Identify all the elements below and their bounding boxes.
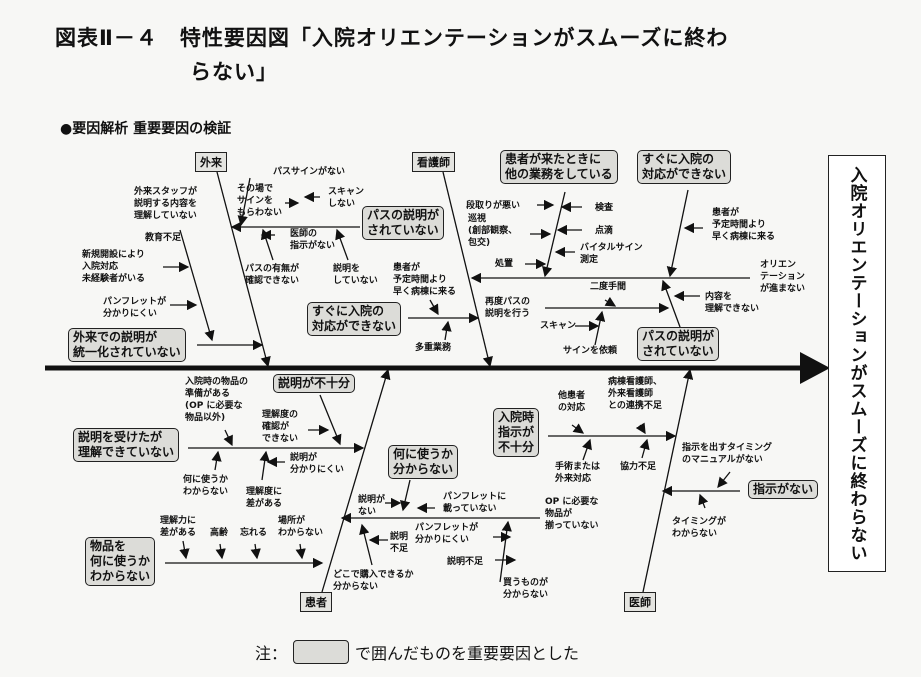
effect-box: 入院オリエンテーションがスムーズに終わらない	[828, 155, 886, 572]
category-outpatient: 外来	[195, 152, 227, 172]
cause-label: 理解度に 差がある	[246, 487, 283, 509]
figure-title-line1: 図表Ⅱ－４ 特性要因図「入院オリエンテーションがスムーズに終わ	[55, 26, 729, 50]
cause-label: 説明不足	[447, 557, 484, 567]
cause-label: 理解力に 差がある	[160, 516, 197, 538]
legend-note: 注： で囲んだものを重要要因とした	[255, 640, 579, 664]
cause-label: 他患者 の対応	[558, 391, 586, 413]
cause-label: 説明 不足	[390, 532, 409, 554]
cause-label: 処置	[495, 259, 514, 269]
cause-label: 巡視 (創部観察、 包交)	[468, 214, 518, 248]
cause-label: 患者が 予定時間より 早く病棟に来る	[393, 263, 457, 297]
key-factor-path-not-explained-right: パスの説明が されていない	[637, 327, 720, 361]
cause-label: 点滴	[595, 226, 614, 236]
key-factor-cannot-admit-left: すぐに入院の 対応ができない	[307, 302, 402, 336]
cause-label: パンフレットが 分かりにくい	[415, 523, 479, 545]
cause-label: 協力不足	[620, 462, 657, 472]
cause-label: パスの有無が 確認できない	[245, 264, 300, 286]
figure-title-line2: らない」	[190, 60, 278, 84]
cause-label: 段取りが悪い	[466, 201, 521, 211]
key-factor-swatch	[293, 640, 350, 664]
key-factor-no-instruction: 指示がない	[748, 480, 819, 499]
key-factor-items-unknown-use: 物品を 何に使うか わからない	[85, 537, 156, 586]
cause-label: パンフレットに 載っていない	[443, 492, 507, 514]
key-factor-unknown-use: 何に使うか 分からない	[388, 445, 459, 479]
cause-label: 説明が ない	[358, 495, 386, 517]
key-factor-cannot-admit-right: すぐに入院の 対応ができない	[637, 150, 732, 184]
cause-label: 内容を 理解できない	[705, 292, 760, 314]
cause-label: 手術または 外来対応	[555, 462, 601, 484]
cause-label: スキャン	[540, 321, 577, 331]
cause-label: その場で サインを もらわない	[237, 184, 283, 218]
note-suffix: で囲んだものを重要要因とした	[355, 644, 580, 663]
cause-label: 何に使うか わからない	[183, 475, 229, 497]
category-doctor: 医師	[624, 592, 656, 612]
cause-label: どこで購入できるか 分からない	[333, 570, 414, 592]
cause-label: 説明を していない	[333, 264, 378, 286]
cause-label: 再度パスの 説明を行う	[485, 297, 531, 319]
cause-label: 忘れる	[240, 528, 268, 538]
effect-label: 入院オリエンテーションがスムーズに終わらない	[846, 165, 867, 562]
cause-label: 買うものが 分からない	[503, 578, 549, 600]
cause-label: 多重業務	[415, 343, 452, 353]
cause-label: 場所が わからない	[278, 516, 324, 538]
cause-label: 指示を出すタイミング のマニュアルがない	[682, 443, 773, 465]
key-factor-busy-other-work: 患者が来たときに 他の業務をしている	[500, 150, 618, 184]
key-factor-explanation-insufficient: 説明が不十分	[273, 374, 356, 393]
cause-label: 新規開設により 入院対応 未経験者がいる	[82, 250, 146, 284]
category-patient: 患者	[300, 592, 332, 612]
cause-label: 病棟看護師、 外来看護師 との連携不足	[608, 377, 663, 411]
cause-label: 患者が 予定時間より 早く病棟に来る	[712, 208, 776, 242]
cause-label: 高齢	[210, 528, 229, 538]
cause-label: OP に必要な 物品が 揃っていない	[545, 497, 599, 531]
cause-label: 二度手間	[590, 282, 627, 292]
cause-label: オリエン テーション が進まない	[760, 260, 806, 294]
cause-label: タイミングが わからない	[672, 517, 727, 539]
cause-label: 医師の 指示がない	[290, 229, 336, 251]
key-factor-explained-not-understood: 説明を受けたが 理解できていない	[73, 428, 180, 462]
cause-label: パスサインがない	[273, 167, 346, 177]
cause-label: スキャン しない	[328, 187, 365, 209]
cause-label: サインを依頼	[563, 346, 618, 356]
cause-label: 教育不足	[145, 233, 182, 243]
note-prefix: 注：	[255, 644, 288, 663]
key-factor-outpatient-explanation: 外来での説明が 統一化されていない	[68, 328, 186, 362]
cause-label: パンフレットが 分かりにくい	[103, 297, 167, 319]
cause-label: 入院時の物品の 準備がある (OP に必要な 物品以外)	[185, 377, 249, 423]
cause-label: バイタルサイン 測定	[580, 243, 643, 265]
key-factor-path-not-explained-top: パスの説明が されていない	[362, 206, 445, 240]
cause-label: 理解度の 確認が できない	[262, 410, 299, 444]
cause-label: 検査	[595, 203, 614, 213]
cause-label: 説明が 分かりにくい	[290, 453, 344, 475]
key-factor-admission-instruction: 入院時 指示が 不十分	[493, 408, 540, 457]
section-subtitle: ●要因解析 重要要因の検証	[60, 121, 232, 137]
spine-arrowhead	[800, 352, 830, 384]
category-nurse: 看護師	[412, 152, 455, 172]
cause-label: 外来スタッフが 説明する内容を 理解していない	[134, 187, 198, 221]
